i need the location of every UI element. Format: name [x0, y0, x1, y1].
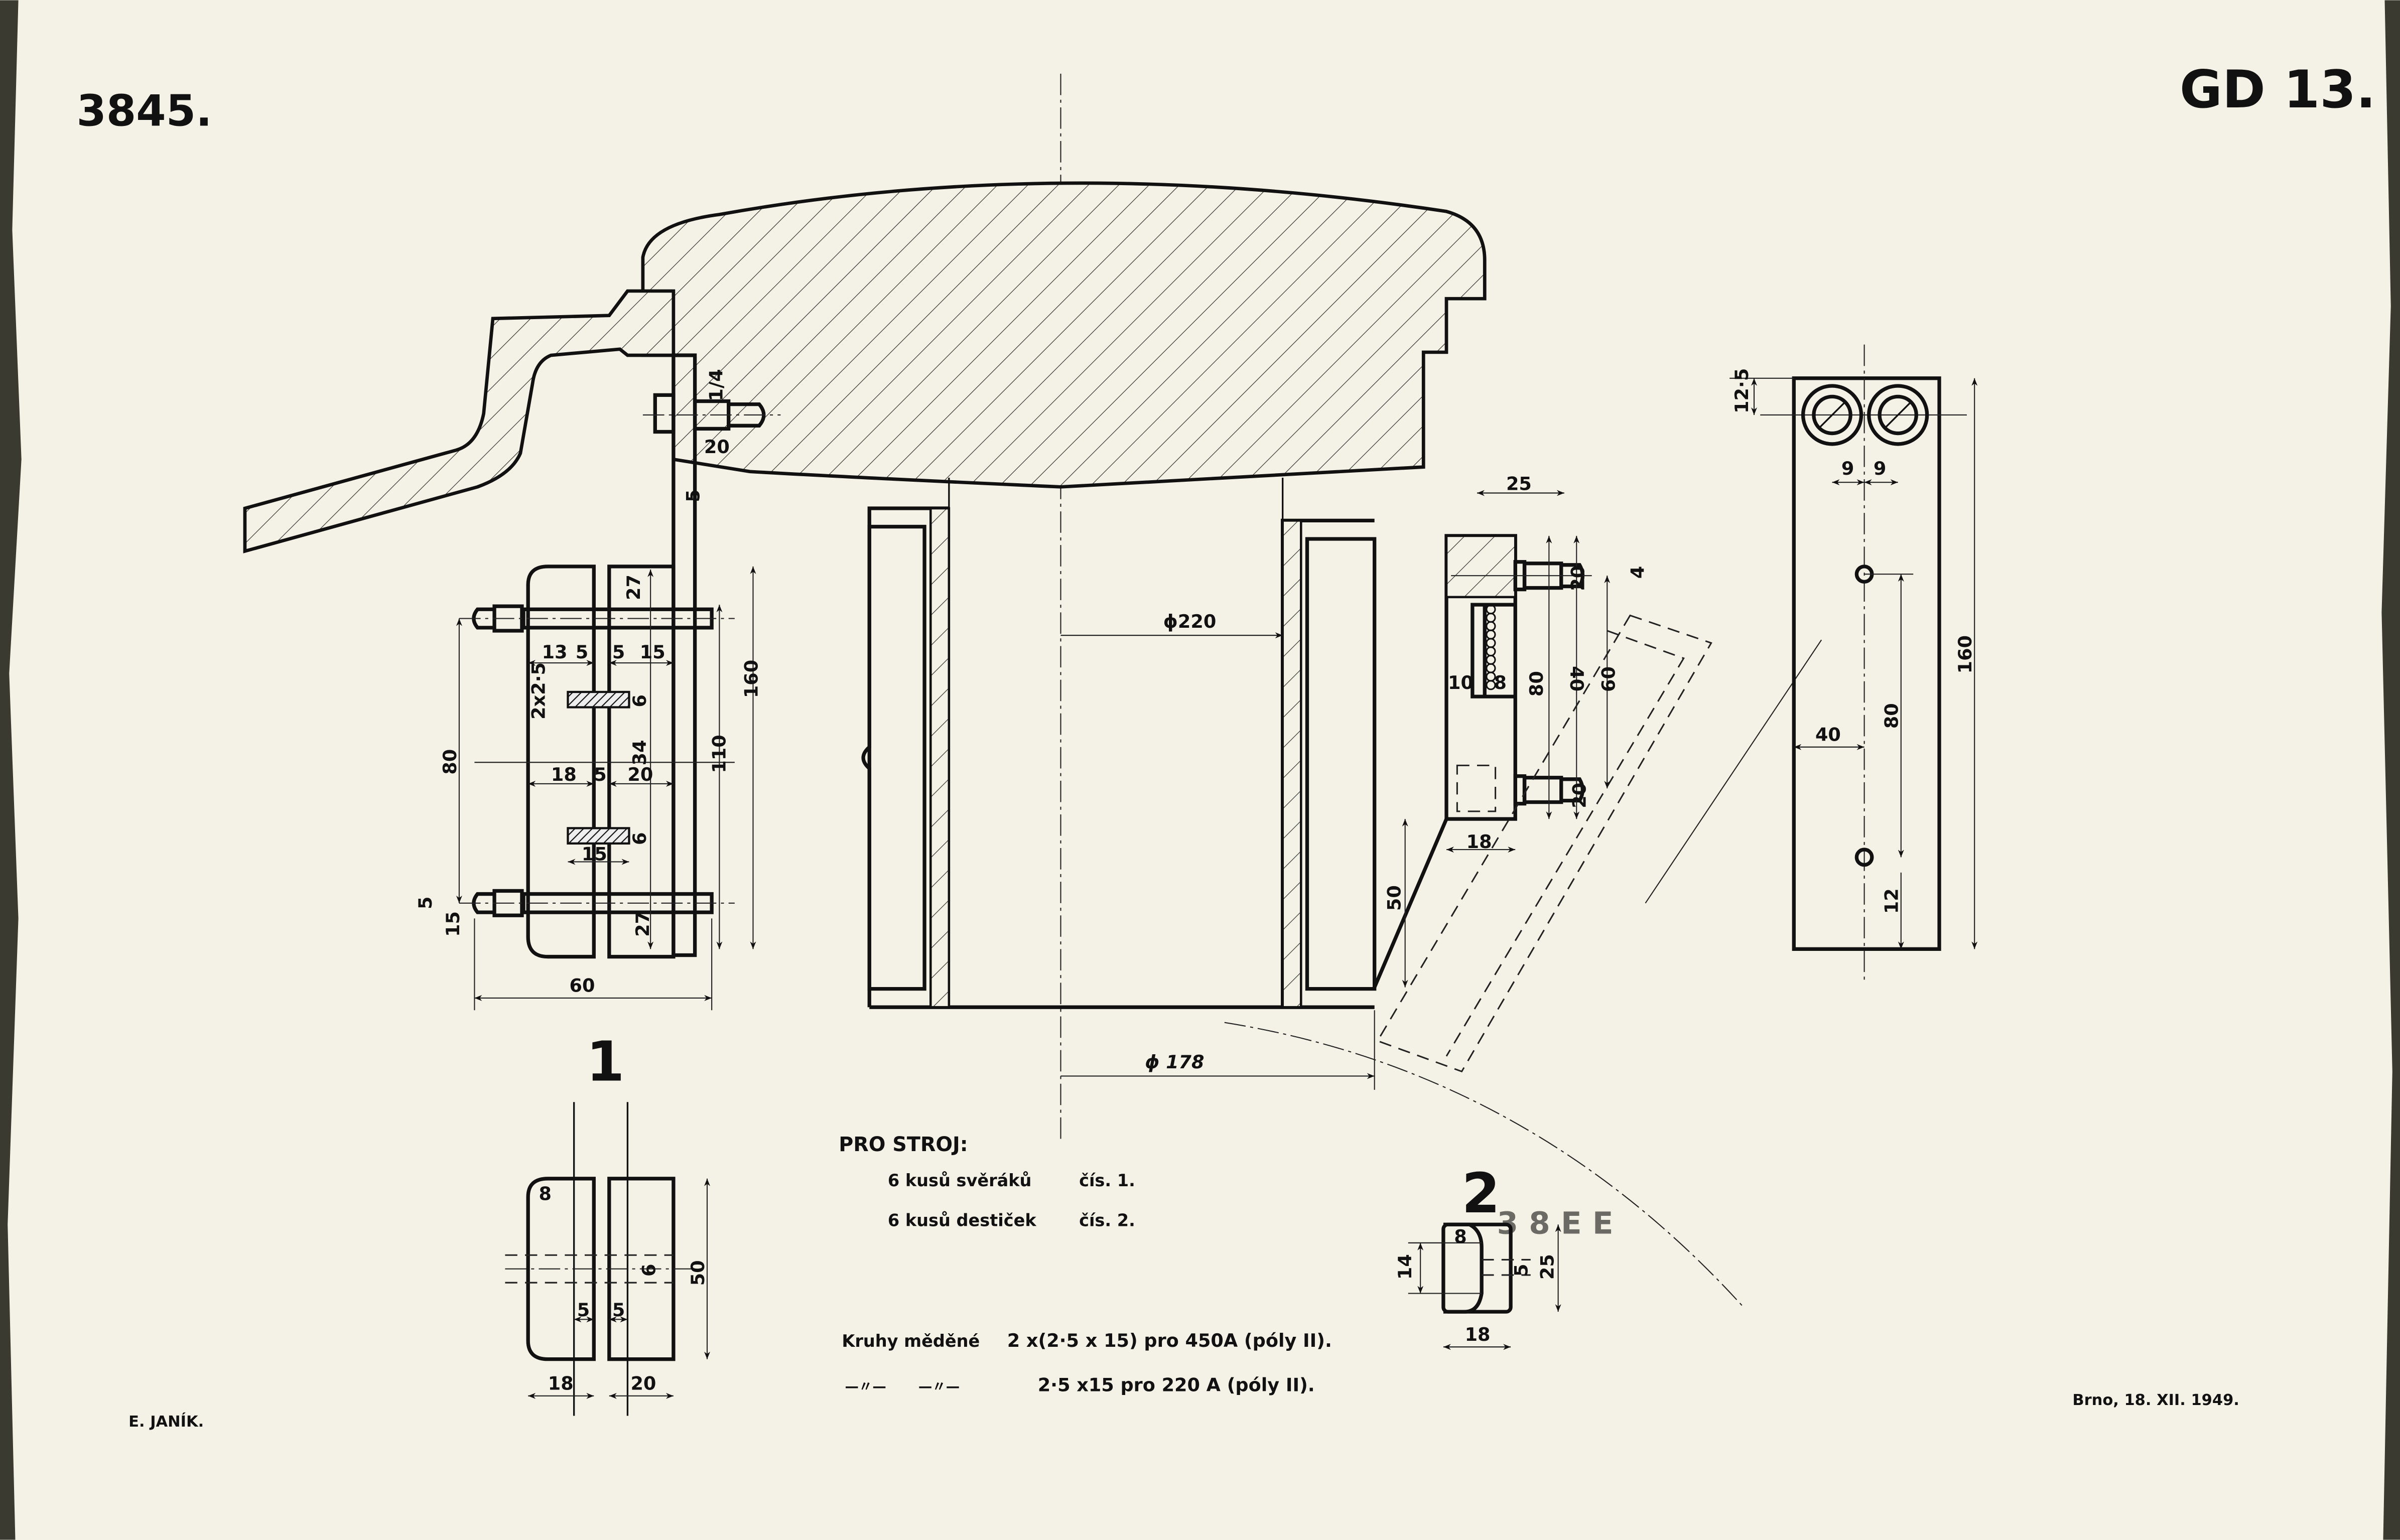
dim-right-4: 4 [1627, 566, 1648, 579]
dim-left-5b: 5 [612, 641, 625, 663]
dim-left-1-4: 1/4 [705, 369, 727, 401]
dim-d2-25: 25 [1536, 1254, 1558, 1280]
dim-left-60: 60 [570, 975, 595, 997]
place-date: Brno, 18. XII. 1949. [2072, 1391, 2239, 1409]
dim-left-5d: 5 [415, 897, 436, 909]
dim-left-34: 34 [629, 740, 650, 765]
screw-head-icon [1867, 384, 1929, 446]
ring-section [861, 477, 1377, 1009]
author: E. JANÍK. [128, 1413, 204, 1431]
dim-d2-14: 14 [1394, 1254, 1416, 1280]
dim-plate-80: 80 [1881, 703, 1903, 729]
notes-line1-item: 6 kusů svěráků [888, 1171, 1032, 1190]
pole-body-section [641, 181, 1487, 489]
coil-turns [1486, 604, 1496, 690]
notes-copper-label: Kruhy měděné [842, 1331, 980, 1351]
dim-left-20: 20 [704, 436, 730, 458]
dim-right-50: 50 [1384, 885, 1405, 911]
dim-phi178: ϕ 178 [1145, 1051, 1204, 1073]
dim-left-5a: 5 [576, 641, 588, 663]
dim-right-18: 18 [1466, 831, 1492, 853]
clamp-assembly-1 [459, 565, 735, 959]
dim-plate-160: 160 [1954, 635, 1976, 673]
dim-left-5c: 5 [594, 764, 606, 785]
detail-1-label: 1 [586, 1030, 624, 1094]
dim-d2-5: 5 [1511, 1264, 1532, 1277]
notes-title: PRO STROJ: [839, 1133, 968, 1156]
dim-left-80: 80 [439, 749, 461, 775]
dim-left-6b: 6 [629, 832, 650, 845]
dim-right-40: 40 [1566, 666, 1587, 691]
torn-left-edge [0, 0, 22, 1540]
dim-right-80: 80 [1526, 671, 1547, 696]
dim-plate-9a: 9 [1841, 458, 1854, 479]
sheet-id: GD 13. [2180, 60, 2376, 120]
dim-plate-12-5: 12·5 [1731, 368, 1753, 413]
stamp: 3 8 E E [1497, 1206, 1614, 1241]
notes-ditto-1: —〃— [845, 1379, 886, 1395]
dim-right-8: 8 [1494, 672, 1507, 693]
dim-right-20a: 20 [1567, 566, 1588, 591]
mounting-hole-icon [1854, 848, 1874, 867]
dim-left-15b: 15 [582, 843, 607, 865]
dim-d1-6: 6 [638, 1264, 659, 1277]
dim-d1-8: 8 [539, 1183, 552, 1204]
dim-d1-50: 50 [687, 1260, 709, 1286]
dim-left-15a: 15 [640, 641, 665, 663]
dim-plate-12: 12 [1881, 888, 1903, 914]
notes-copper-2: 2·5 x15 pro 220 A (póly II). [1038, 1374, 1315, 1396]
dim-d2-8: 8 [1454, 1226, 1466, 1247]
rotor-arc [1224, 1022, 1746, 1309]
dim-left-15c: 15 [442, 911, 464, 937]
dim-d2-18: 18 [1465, 1324, 1491, 1345]
dim-left-13: 13 [542, 641, 568, 663]
dim-left-2x25: 2x2·5 [528, 662, 550, 720]
torn-right-edge [2381, 0, 2400, 1540]
dim-d1-18: 18 [548, 1373, 574, 1394]
notes-line2-ref: čís. 2. [1079, 1210, 1135, 1230]
top-bolt [642, 393, 781, 434]
dim-left-18: 18 [551, 764, 577, 785]
coil-turn [1486, 680, 1496, 690]
notes-line2-item: 6 kusů destiček [888, 1210, 1037, 1230]
dim-left-6a: 6 [629, 694, 650, 707]
yoke-arm-section [243, 289, 676, 553]
terminal-plate [1760, 344, 1967, 980]
tilted-clamp-outline [1376, 614, 1712, 1073]
dim-left-27-bottom: 27 [632, 911, 653, 937]
dim-left-27-top: 27 [623, 575, 644, 600]
copper-ring-lower [567, 827, 630, 845]
dim-plate-40: 40 [1815, 724, 1841, 746]
notes-line1-ref: čís. 1. [1079, 1171, 1135, 1190]
dim-d1-20: 20 [630, 1373, 656, 1394]
clamp-assembly-right [1444, 534, 1592, 821]
dim-d1-5b: 5 [612, 1299, 625, 1321]
notes-copper-1: 2 x(2·5 x 15) pro 450A (póly II). [1007, 1330, 1332, 1351]
dim-left-160: 160 [741, 660, 762, 698]
copper-ring-upper [567, 690, 630, 709]
detail-2-label: 2 [1462, 1161, 1500, 1225]
detail-1-jaws [505, 1102, 704, 1416]
notes-ditto-2: —〃— [918, 1379, 960, 1395]
dim-left-5-top: 5 [683, 489, 704, 502]
dim-right-10: 10 [1448, 672, 1474, 693]
drawing-number: 3845. [76, 87, 212, 136]
dim-phi220: ϕ220 [1163, 611, 1216, 632]
dim-plate-9b: 9 [1874, 458, 1886, 479]
dim-right-60: 60 [1597, 666, 1619, 692]
dim-right-25: 25 [1506, 473, 1532, 494]
dim-d1-5a: 5 [577, 1299, 590, 1321]
dim-left-110: 110 [709, 735, 730, 773]
notes-block: PRO STROJ: 6 kusů svěráků čís. 1. 6 kusů… [839, 1133, 1332, 1396]
screw-head-icon [1801, 384, 1863, 446]
dim-right-20b: 20 [1569, 783, 1590, 808]
dim-left-20b: 20 [627, 764, 653, 785]
